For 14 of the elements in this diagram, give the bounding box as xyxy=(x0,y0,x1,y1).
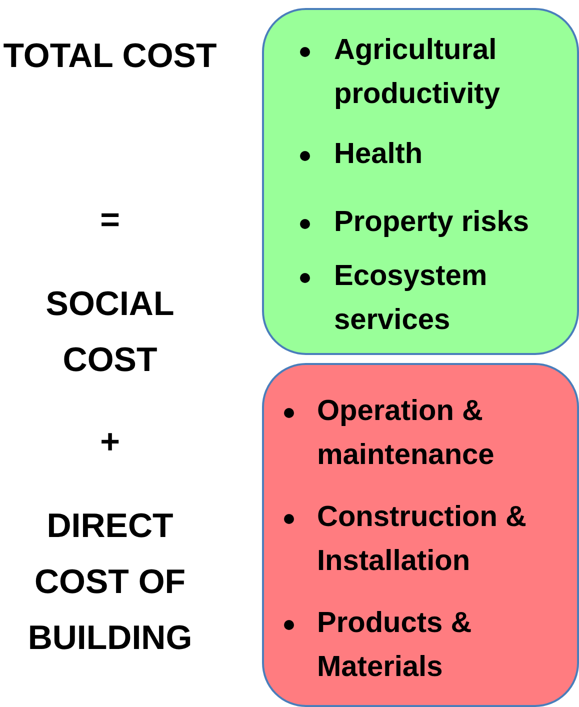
equation-term: TOTAL COST xyxy=(2,36,218,77)
rounded-box xyxy=(262,8,579,355)
list-item: Products & Materials xyxy=(317,606,473,685)
list-item: Operation & maintenance xyxy=(317,394,496,473)
equation-term: SOCIAL COST xyxy=(44,284,176,381)
list-item: Agricultural productivity xyxy=(334,33,501,112)
equation-term: DIRECT COST OF BUILDING xyxy=(26,506,194,659)
rounded-box xyxy=(262,363,579,707)
list-item: Property risks xyxy=(334,205,530,240)
list-item: Ecosystem services xyxy=(334,259,488,338)
operator-symbol: + xyxy=(99,422,121,463)
list-item: Construction & Installation xyxy=(317,500,528,579)
list-item: Health xyxy=(334,137,424,172)
operator-symbol: = xyxy=(99,200,121,241)
